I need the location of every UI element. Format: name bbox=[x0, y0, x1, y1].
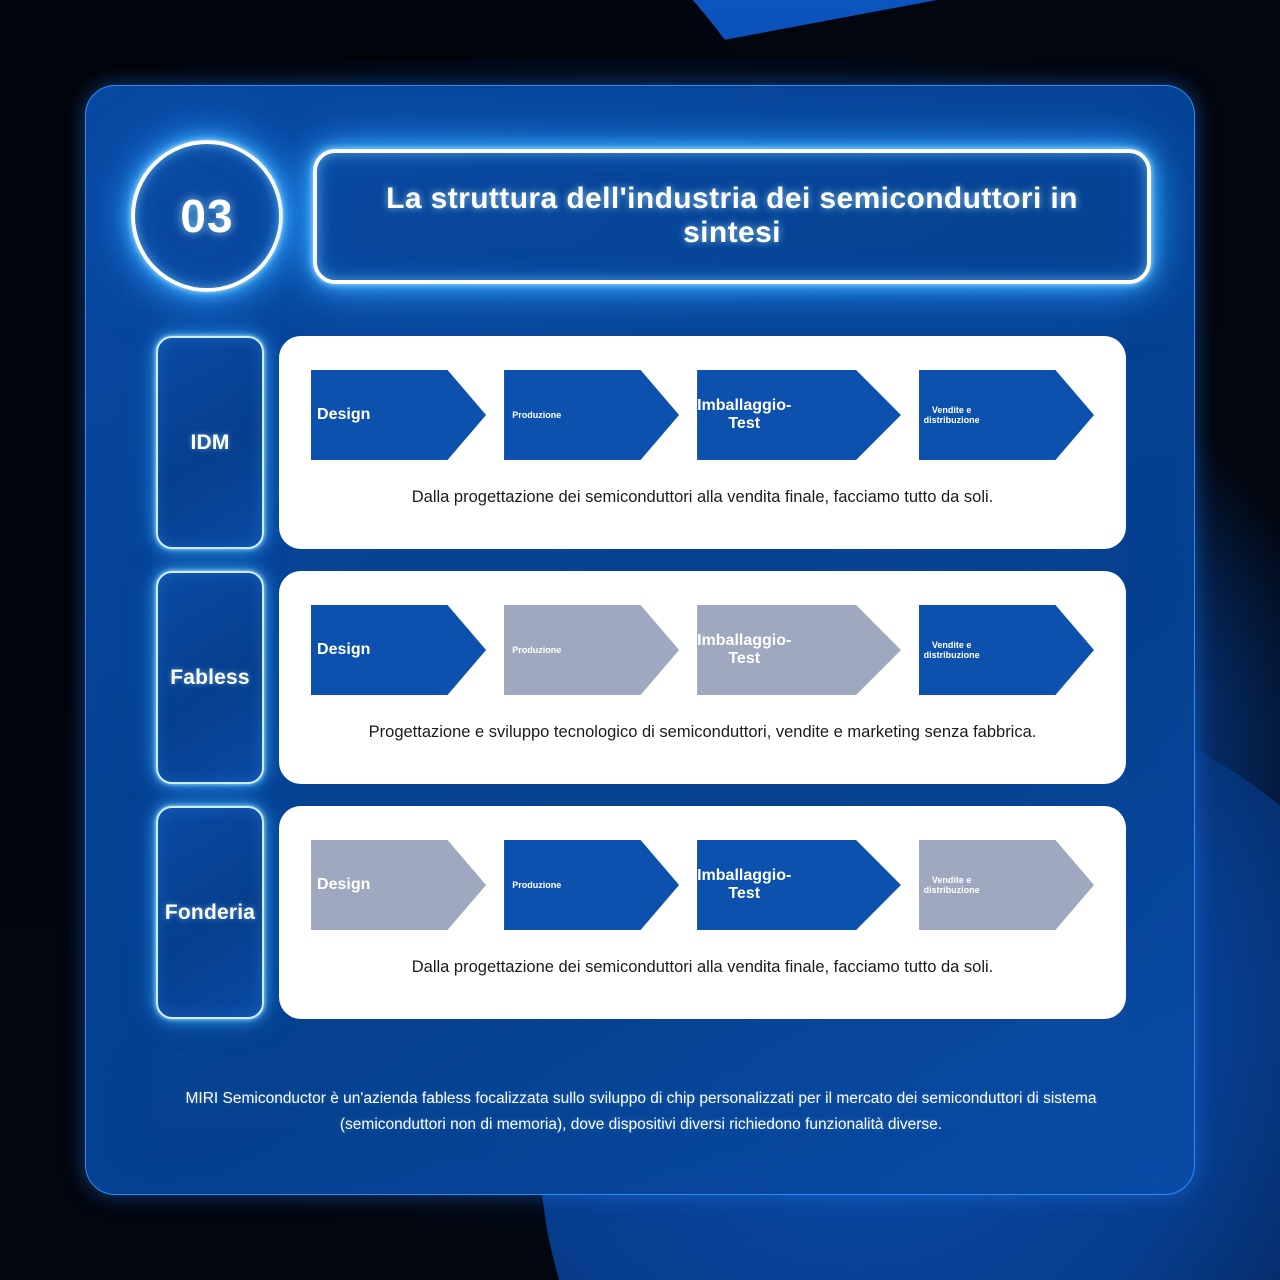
chain-arrow-produzione[interactable]: Produzione bbox=[504, 840, 680, 930]
footer-note: MIRI Semiconductor è un'azienda fabless … bbox=[181, 1086, 1101, 1137]
category-pill-idm[interactable]: IDM bbox=[156, 336, 264, 549]
chain-arrow-label: Design bbox=[317, 640, 371, 658]
header: 03 La struttura dell'industria dei semic… bbox=[131, 136, 1151, 296]
chain-arrow-produzione[interactable]: Produzione bbox=[504, 605, 680, 695]
value-chain-arrows: Design Produzione Imballaggio-Test Vendite … bbox=[311, 370, 1094, 460]
chain-arrow-imballaggio-test[interactable]: Imballaggio-Test bbox=[697, 370, 901, 460]
footer-line-2: (semiconduttori non di memoria), dove di… bbox=[339, 1115, 943, 1133]
chain-arrow-label: Vendite e distribuzione bbox=[923, 404, 980, 425]
chain-arrow-label: Imballaggio-Test bbox=[697, 396, 792, 432]
chain-arrow-design[interactable]: Design bbox=[311, 605, 487, 695]
chain-arrow-label: Design bbox=[317, 875, 371, 893]
chain-arrow-imballaggio-test[interactable]: Imballaggio-Test bbox=[697, 605, 901, 695]
footer-line-1: MIRI Semiconductor è un'azienda fabless … bbox=[185, 1090, 1097, 1107]
page-title: La struttura dell'industria dei semicond… bbox=[386, 182, 1078, 249]
chain-arrow-design[interactable]: Design bbox=[311, 840, 487, 930]
category-pill-fonderia[interactable]: Fonderia bbox=[156, 806, 264, 1019]
model-card: Design Produzione Imballaggio-Test Vendite … bbox=[279, 336, 1126, 549]
chain-arrow-label: Vendite e distribuzione bbox=[923, 874, 980, 895]
value-chain-arrows: Design Produzione Imballaggio-Test Vendite … bbox=[311, 605, 1094, 695]
model-description: Dalla progettazione dei semiconduttori a… bbox=[411, 488, 994, 506]
chain-arrow-produzione[interactable]: Produzione bbox=[504, 370, 680, 460]
chain-arrow-label: Produzione bbox=[512, 879, 562, 890]
category-label: Fabless bbox=[170, 665, 250, 689]
chain-arrow-imballaggio-test[interactable]: Imballaggio-Test bbox=[697, 840, 901, 930]
value-chain-arrows: Design Produzione Imballaggio-Test Vendite … bbox=[311, 840, 1094, 930]
model-description: Progettazione e sviluppo tecnologico di … bbox=[368, 723, 1037, 741]
model-row: IDM Design Produzione Imballaggio-Test Vendi… bbox=[156, 336, 1126, 549]
chain-arrow-label: Imballaggio-Test bbox=[697, 631, 792, 667]
model-card: Design Produzione Imballaggio-Test Vendite … bbox=[279, 806, 1126, 1019]
chain-arrow-design[interactable]: Design bbox=[311, 370, 487, 460]
chain-arrow-vendite-e-distribuzione[interactable]: Vendite e distribuzione bbox=[918, 840, 1094, 930]
infographic-panel: 03 La struttura dell'industria dei semic… bbox=[85, 85, 1195, 1195]
chain-arrow-vendite-e-distribuzione[interactable]: Vendite e distribuzione bbox=[918, 605, 1094, 695]
title-box: La struttura dell'industria dei semicond… bbox=[313, 148, 1151, 284]
category-label: Fonderia bbox=[164, 900, 256, 924]
chain-arrow-label: Vendite e distribuzione bbox=[923, 639, 980, 660]
chain-arrow-vendite-e-distribuzione[interactable]: Vendite e distribuzione bbox=[918, 370, 1094, 460]
model-row: Fonderia Design Produzione Imballaggio-Test… bbox=[156, 806, 1126, 1019]
chain-arrow-label: Produzione bbox=[512, 644, 562, 655]
section-number-text: 03 bbox=[180, 190, 234, 242]
model-description: Dalla progettazione dei semiconduttori a… bbox=[411, 958, 994, 976]
chain-arrow-label: Imballaggio-Test bbox=[697, 866, 792, 902]
category-pill-fabless[interactable]: Fabless bbox=[156, 571, 264, 784]
category-label: IDM bbox=[190, 430, 230, 454]
section-number-badge: 03 bbox=[131, 140, 283, 292]
chain-arrow-label: Produzione bbox=[512, 409, 562, 420]
model-row: Fabless Design Produzione Imballaggio-Test V… bbox=[156, 571, 1126, 784]
model-card: Design Produzione Imballaggio-Test Vendite … bbox=[279, 571, 1126, 784]
chain-arrow-label: Design bbox=[317, 405, 371, 423]
